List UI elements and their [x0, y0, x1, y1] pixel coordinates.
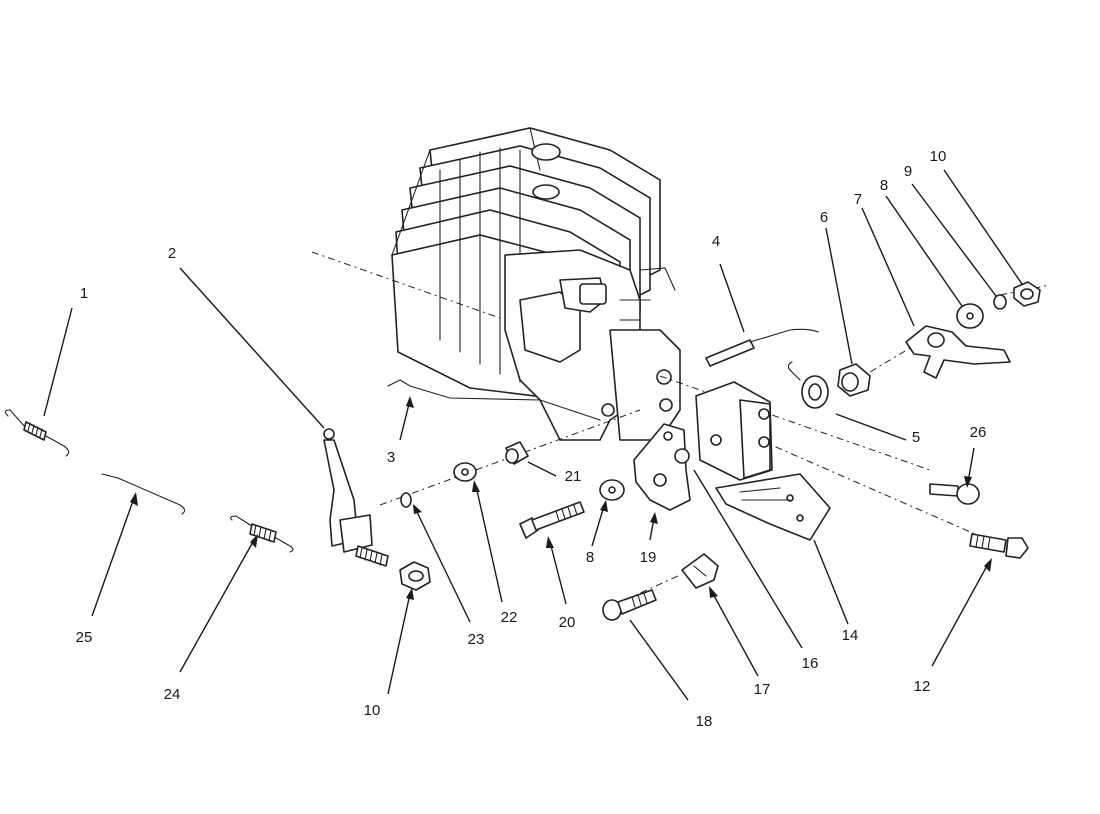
- part-10-nut-upper: [1013, 281, 1041, 307]
- part-14-plate: [715, 473, 831, 541]
- part-16-plate: [674, 381, 773, 481]
- callout-18: 18: [696, 713, 713, 730]
- part-4-rod: [705, 328, 819, 367]
- callout-6: 6: [820, 209, 828, 226]
- callout-25: 25: [76, 629, 93, 646]
- part-10-nut-lower: [399, 561, 431, 591]
- part-12-bolt: [969, 533, 1029, 559]
- part-7-lever: [905, 325, 1011, 379]
- part-26-bolt: [929, 483, 980, 505]
- part-23-washer: [400, 492, 412, 508]
- engine-block: [391, 127, 681, 441]
- part-25-rod: [101, 473, 186, 515]
- callout-leaders: [43, 169, 1023, 701]
- callout-8-lower: 8: [586, 549, 594, 566]
- callout-26: 26: [970, 424, 987, 441]
- callout-19: 19: [640, 549, 657, 566]
- part-19-bracket: [633, 423, 691, 511]
- callout-20: 20: [559, 614, 576, 631]
- part-8-washer-lower: [599, 479, 625, 501]
- callout-8-upper: 8: [880, 177, 888, 194]
- callout-12: 12: [914, 678, 931, 695]
- callout-21: 21: [565, 468, 582, 485]
- part-24-spring: [230, 515, 294, 553]
- part-8-washer-upper: [956, 303, 984, 329]
- part-22-washer: [453, 462, 477, 482]
- callout-2: 2: [168, 245, 176, 262]
- part-3-rod: [387, 379, 601, 421]
- callout-22: 22: [501, 609, 518, 626]
- callout-labels: 1 2 3 4 5 6 7 8 8 9 10 10 12 14 16 17 18…: [76, 148, 987, 730]
- callout-10-lower: 10: [364, 702, 381, 719]
- callout-5: 5: [912, 429, 920, 446]
- callout-23: 23: [468, 631, 485, 648]
- callout-3: 3: [387, 449, 395, 466]
- callout-7: 7: [854, 191, 862, 208]
- part-17-clip: [681, 553, 719, 589]
- callout-17: 17: [754, 681, 771, 698]
- part-2-lever: [323, 428, 389, 567]
- callout-16: 16: [802, 655, 819, 672]
- callout-1: 1: [80, 285, 88, 302]
- part-6-bushing: [837, 363, 871, 397]
- part-1-spring: [4, 409, 70, 457]
- part-18-screw: [602, 589, 657, 621]
- callout-24: 24: [164, 686, 181, 703]
- callout-14: 14: [842, 627, 859, 644]
- spring-coil: [787, 361, 829, 409]
- callout-10-upper: 10: [930, 148, 947, 165]
- callout-4: 4: [712, 233, 720, 250]
- part-20-bolt: [519, 501, 585, 539]
- part-21-bushing: [505, 441, 529, 465]
- callout-9: 9: [904, 163, 912, 180]
- part-9-washer: [993, 294, 1007, 310]
